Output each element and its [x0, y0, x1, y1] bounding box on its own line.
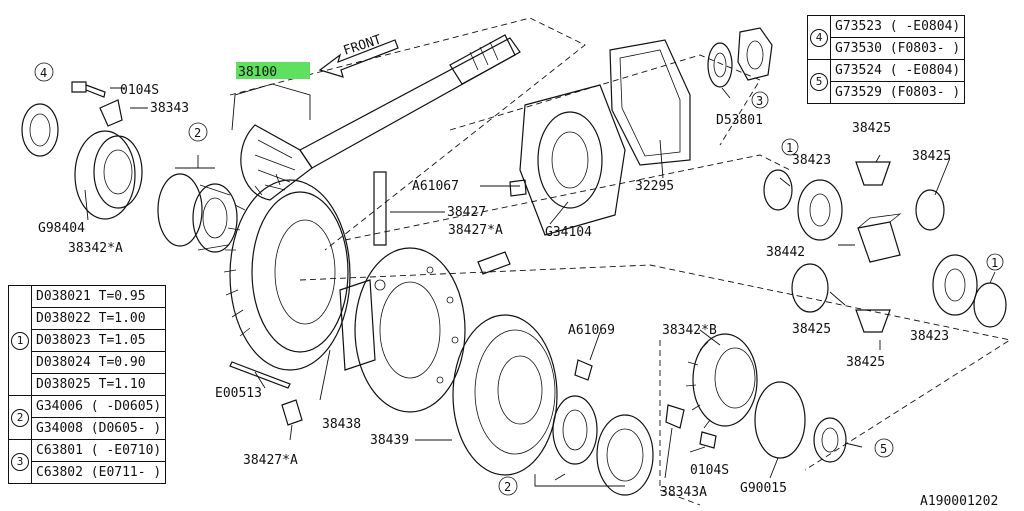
label-gear-38425-top: 38425	[852, 121, 891, 136]
seal-and-nut	[707, 27, 773, 88]
table-row: D038024 T=0.90	[9, 351, 167, 374]
label-circle-4: 4	[40, 66, 47, 80]
label-bolt-a61069: A61069	[568, 323, 615, 338]
group-number: 3	[8, 439, 32, 484]
boundary-shaft-group	[229, 17, 1012, 471]
table-cell: G34008 (D0605- )	[30, 417, 167, 440]
table-cell: G34006 ( -D0605)	[30, 395, 167, 418]
label-bolt-bottom: 0104S	[690, 463, 729, 478]
table-cell: D038025 T=1.10	[30, 373, 167, 396]
boundary-cover-group	[449, 54, 761, 146]
table-row: D038025 T=1.10	[9, 373, 167, 396]
group-number: 4	[807, 15, 831, 60]
table-row: 3 C63801 ( -E0710)	[8, 439, 167, 484]
label-gear-38425-right: 38425	[912, 149, 951, 164]
table-cell: G73529 (F0803- )	[829, 81, 966, 104]
label-pin-a-bottom: 38427*A	[243, 453, 298, 468]
table-cell: G73524 ( -E0804)	[829, 59, 966, 82]
table-cell: C63801 ( -E0710)	[30, 439, 167, 462]
pin-38427a-bottom	[281, 399, 303, 426]
bearing-38342b	[685, 333, 758, 429]
ring-gear-assembly	[223, 173, 351, 371]
label-circle-2-bottom: 2	[504, 480, 511, 494]
differential-case	[339, 247, 466, 413]
bearing-bottom	[552, 395, 654, 496]
label-bearing-b: 38342*B	[662, 323, 717, 338]
label-main-shaft: 38100	[238, 65, 277, 80]
label-case: 38438	[322, 417, 361, 432]
label-pin: 38427	[447, 205, 486, 220]
label-cover: G34104	[545, 225, 592, 240]
clip-bottom-icon	[665, 404, 685, 429]
table-row: G34008 (D0605- )	[9, 417, 167, 440]
group-number: 1	[8, 285, 32, 396]
label-ring-gear: 38439	[370, 433, 409, 448]
spec-table-right: 4 G73523 ( -E0804) G73530 (F0803- ) 5 G7…	[807, 15, 966, 104]
table-cell: D038024 T=0.90	[30, 351, 167, 374]
table-row: G73529 (F0803- )	[808, 81, 966, 104]
label-gasket: 32295	[635, 179, 674, 194]
label-gear-38425-left: 38425	[792, 322, 831, 337]
seal-bottom	[813, 417, 847, 463]
pin-38427a	[477, 251, 511, 275]
label-cross: 38442	[766, 245, 805, 260]
bolt-a61067-icon	[509, 179, 527, 197]
table-cell: C63802 (E0711- )	[30, 461, 167, 484]
table-cell: G73530 (F0803- )	[829, 37, 966, 60]
label-circle-2-top: 2	[194, 126, 201, 140]
rear-cover	[519, 84, 626, 236]
group-number: 2	[8, 395, 32, 440]
table-row: D038023 T=1.05	[9, 329, 167, 352]
bolt-top-icon	[71, 81, 106, 98]
table-row: G73530 (F0803- )	[808, 37, 966, 60]
pin-38427	[373, 171, 387, 246]
label-clip-bottom: 38343A	[660, 485, 707, 500]
label-seal-left: G98404	[38, 221, 85, 236]
label-circle-1-top: 1	[786, 141, 793, 155]
front-arrow-icon	[318, 39, 399, 78]
e-pin	[229, 361, 291, 389]
label-circle-5: 5	[880, 442, 887, 456]
label-bolt-a61067: A61067	[412, 179, 459, 194]
table-row: D038022 T=1.00	[9, 307, 167, 330]
gasket	[609, 39, 691, 166]
label-circle-1-right: 1	[991, 256, 998, 270]
spec-table-left: 1 D038021 T=0.95 D038022 T=1.00 D038023 …	[8, 285, 167, 484]
label-gear-38423-top: 38423	[792, 153, 831, 168]
label-e-pin: E00513	[215, 386, 262, 401]
table-cell: G73523 ( -E0804)	[829, 15, 966, 38]
table-row: 1 D038021 T=0.95	[8, 285, 167, 396]
label-gear-38423-bottom: 38423	[910, 329, 949, 344]
left-seal-group	[21, 103, 238, 253]
clip-top-icon	[99, 99, 123, 127]
ring-gear-38439	[452, 314, 558, 476]
leader-lines	[84, 83, 996, 487]
table-cell: D038022 T=1.00	[30, 307, 167, 330]
table-row: 5 G73524 ( -E0804)	[807, 59, 966, 104]
highlight-main-part	[236, 62, 310, 79]
label-bearing-left: 38342*A	[68, 241, 123, 256]
label-figure-code: A190001202	[920, 494, 998, 509]
table-row: C63802 (E0711- )	[9, 461, 167, 484]
pinion-gear-set	[763, 161, 1007, 333]
table-cell: D038021 T=0.95	[30, 285, 167, 308]
bolt-a61069-icon	[574, 359, 593, 381]
boundary-side-group	[659, 340, 701, 506]
label-bolt-top: 0104S	[120, 83, 159, 98]
label-pin-a: 38427*A	[448, 223, 503, 238]
label-gear-38425-bottom: 38425	[846, 355, 885, 370]
oring	[754, 381, 806, 459]
label-nut: D53801	[716, 113, 763, 128]
table-row: 4 G73523 ( -E0804)	[807, 15, 966, 60]
bolt-bottom-icon	[699, 431, 717, 449]
table-row: 2 G34006 ( -D0605)	[8, 395, 167, 440]
label-oring: G90015	[740, 481, 787, 496]
group-number: 5	[807, 59, 831, 104]
table-cell: D038023 T=1.05	[30, 329, 167, 352]
label-circle-3: 3	[756, 94, 763, 108]
label-front: FRONT	[342, 32, 384, 58]
label-clip-top: 38343	[150, 101, 189, 116]
drive-pinion-shaft	[240, 34, 521, 201]
